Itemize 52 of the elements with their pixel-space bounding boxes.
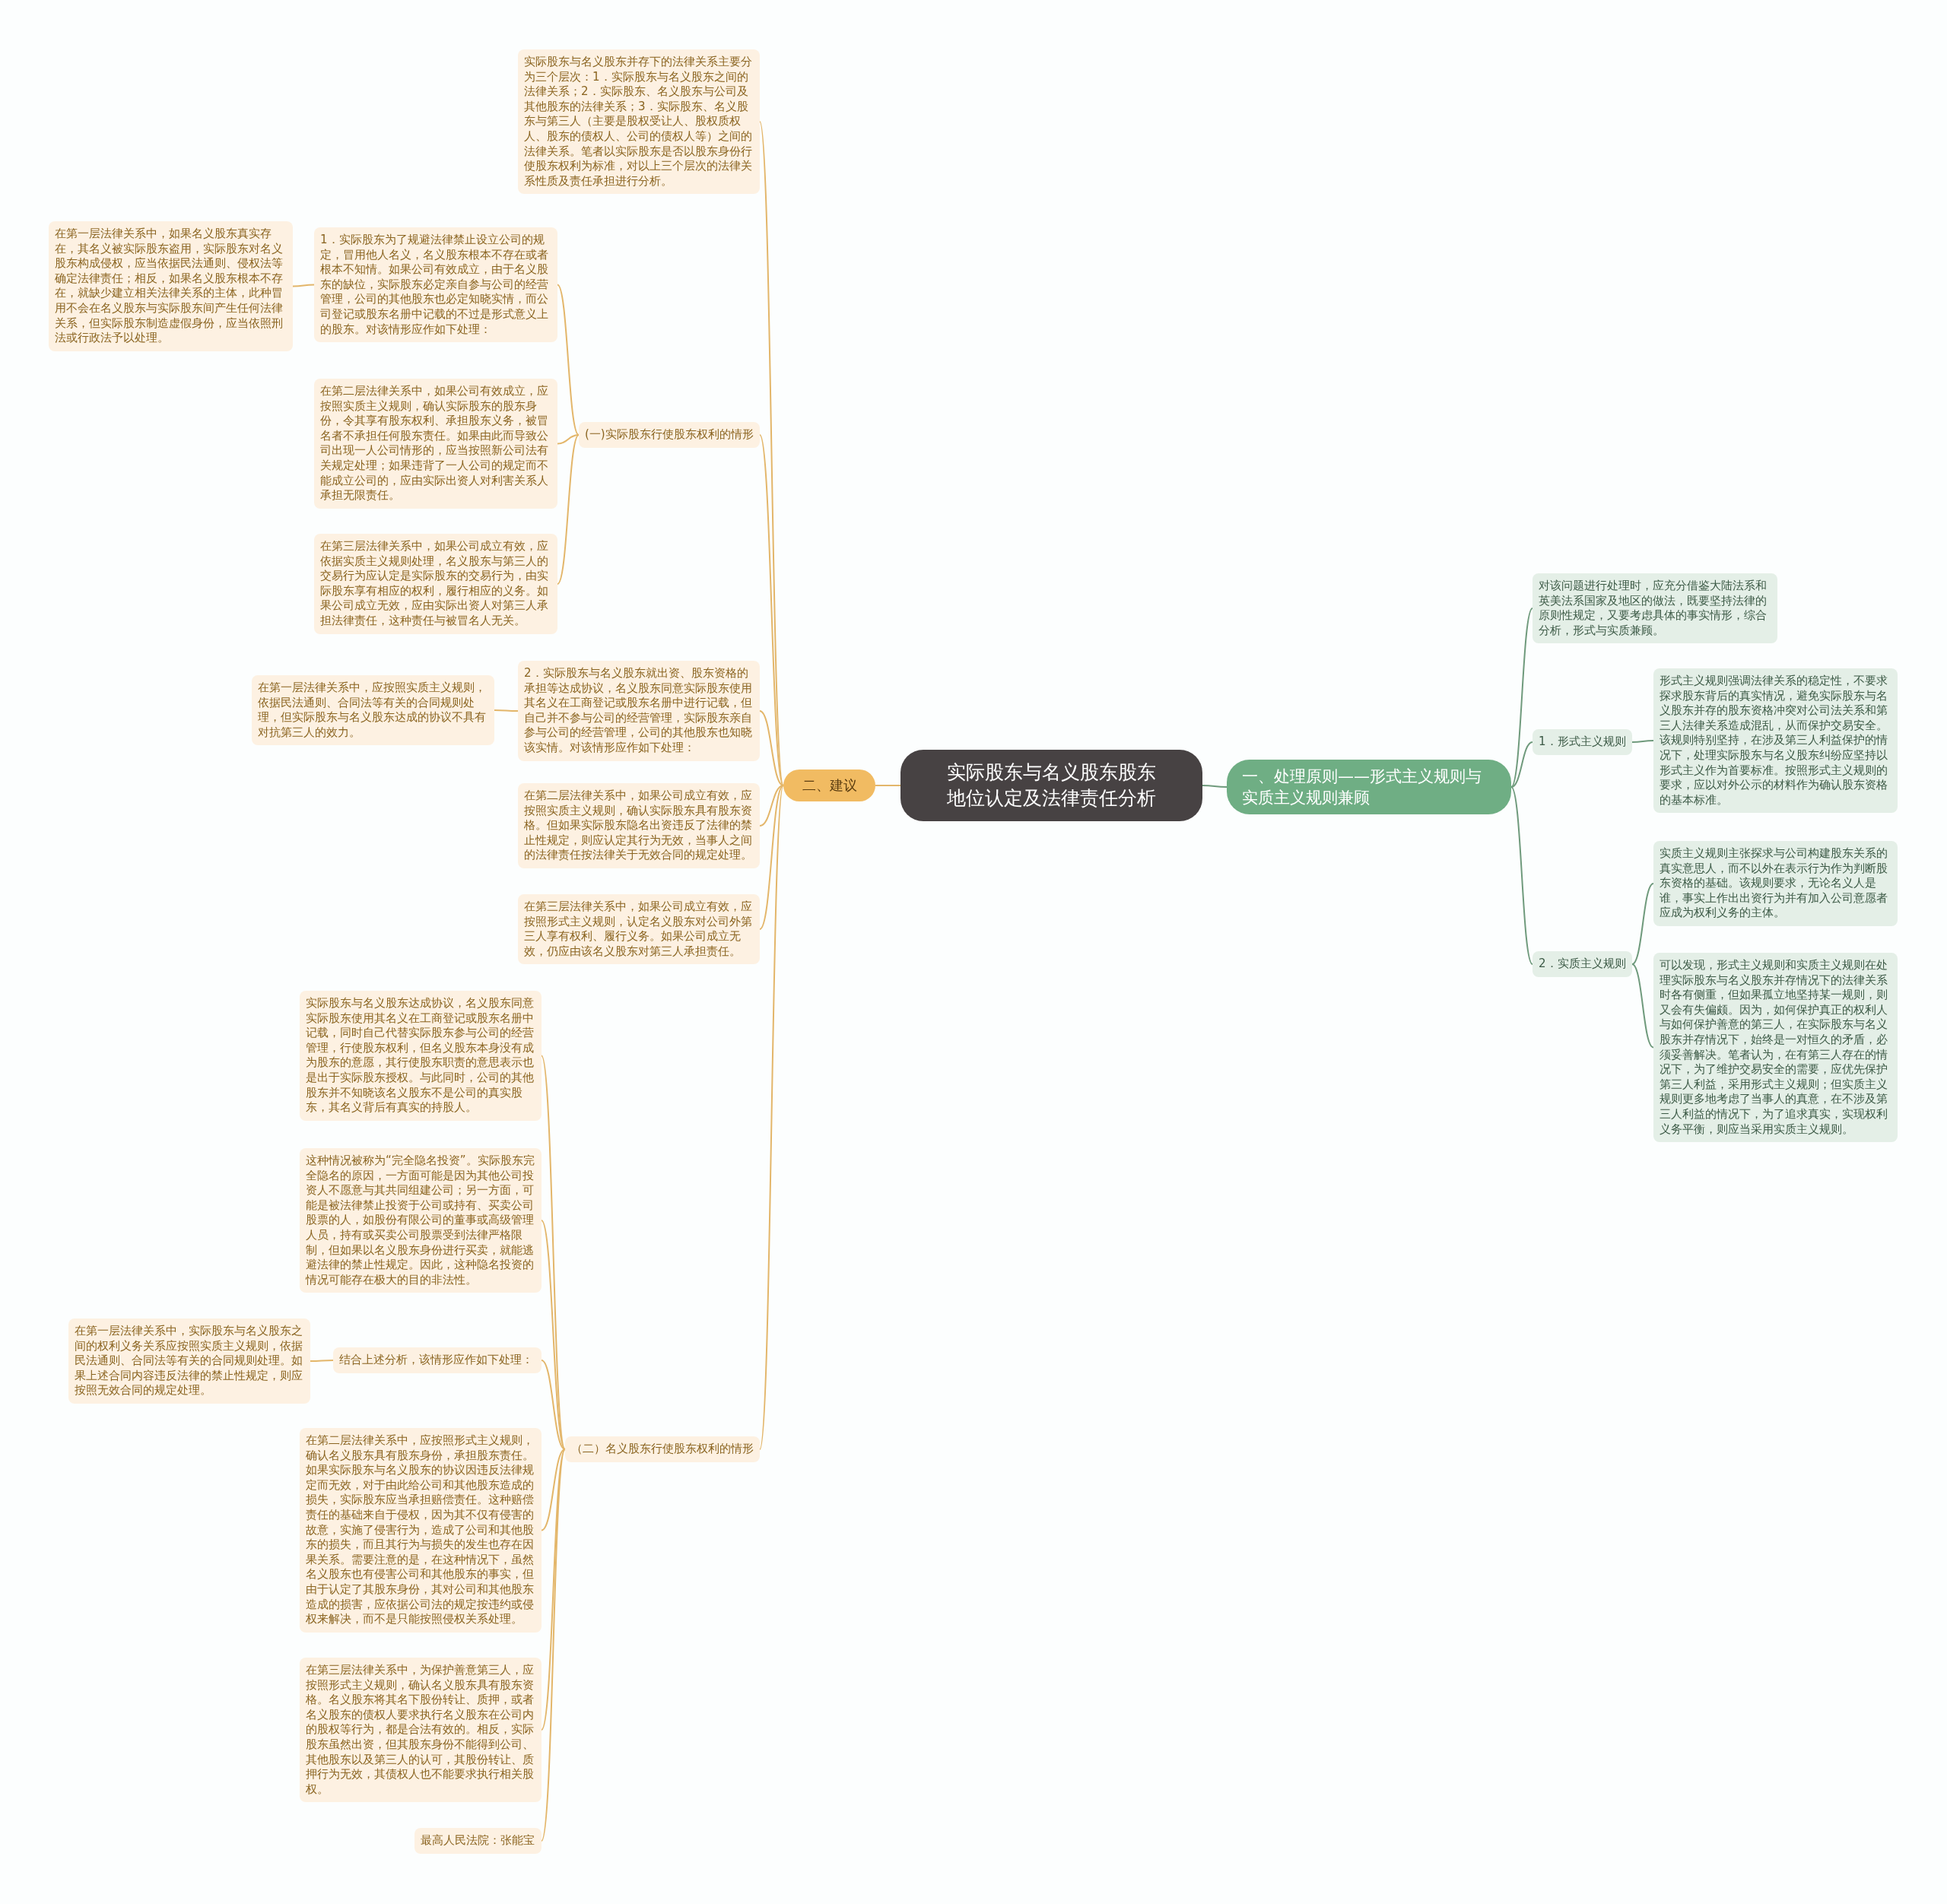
connector-line (292, 284, 315, 287)
text-card: 1．实际股东为了规避法律禁止设立公司的规定，冒用他人名义，名义股东根本不存在或者根本不知情。如果公司有效成立，由于名义股东的缺位，实际股东必定亲自参与公司的经营管理，公司的其他股东也必定知晓实情，而公司登记或股东名册中记载的不过是形式意义上的股东。对该情形应作如下处理： (314, 227, 557, 343)
connector-line (557, 434, 580, 445)
connector-line (541, 1449, 566, 1531)
connector-line (759, 785, 784, 930)
text-card: 实际股东与名义股东达成协议，名义股东同意实际股东使用其名义在工商登记或股东名册中记载，同时自己代替实际股东参与公司的经营管理，行使股东权利，但名义股东本身没有成为股东的意愿，其行使股东职责的意思表示也是出于实际股东授权。与此同时，公司的其他股东并不知晓该名义股东不是公司的真实股东，其名义背后有真实的持股人。 (300, 991, 542, 1121)
text-card: 实际股东与名义股东并存下的法律关系主要分为三个层次：1．实际股东与名义股东之间的法律关系；2．实际股东、名义股东与公司及其他股东的法律关系；3．实际股东、名义股东与第三人（主要是股权受让人、股权质权人、股东的债权人、公司的债权人等）之间的法律关系。笔者以实际股东是否以股东身份行使股东权利为标准，对以上三个层次的法律关系性质及责任承担进行分析。 (518, 49, 760, 195)
central-topic: 实际股东与名义股东股东地位认定及法律责任分析 (900, 750, 1202, 821)
text-card: 在第二层法律关系中，如果公司有效成立，应按照实质主义规则，确认实际股东的股东身份，令其享有股东权利、承担股东义务，被冒名者不承担任何股东责任。如果由此而导致公司出现一人公司情形的，应当按照新公司法有关规定处理；如果违背了一人公司的规定而不能成立公司的，应由实际出资人对利害关系人承担无限责任。 (314, 379, 557, 509)
text-card: 对该问题进行处理时，应充分借鉴大陆法系和英美法系国家及地区的做法，既要坚持法律的原则性规定，又要考虑具体的事实情形，综合分析，形式与实质兼顾。 (1533, 573, 1777, 644)
text-card: 可以发现，形式主义规则和实质主义规则在处理实际股东与名义股东并存情况下的法律关系时各有侧重，但如果孤立地坚持某一规则，则又会有失偏颇。因为，如何保护真正的权利人与如何保护善意的第三人，在实际股东与名义股东并存情况下，始终是一对恒久的矛盾，必须妥善解决。笔者认为，在有第三人存在的情况下，为了维护交易安全的需要，应优先保护第三人利益，采用形式主义规则；但实质主义规则更多地考虑了当事人的真意，在不涉及第三人利益的情况下，为了追求真实，实现权利义务平衡，则应当采用实质主义规则。 (1653, 953, 1898, 1143)
text-card: 实质主义规则主张探求与公司构建股东关系的真实意思人，而不以外在表示行为作为判断股东资格的基础。该规则要求，无论名义人是谁，事实上作出出资行为并有加入公司意愿者应成为权利义务的主体。 (1653, 841, 1898, 926)
branch-topic: 一、处理原则——形式主义规则与实质主义规则兼顾 (1227, 760, 1511, 814)
connector-line (494, 709, 519, 712)
connector-line (557, 434, 580, 585)
text-card: 在第二层法律关系中，如果公司成立有效，应按照实质主义规则，确认实际股东具有股东资格。但如果实际股东隐名出资违反了法律的禁止性规定，则应认定其行为无效，当事人之间的法律责任按法律关于无效合同的规定处理。 (518, 783, 760, 868)
connector-line (759, 121, 784, 786)
connector-line (759, 434, 784, 786)
connector-line (759, 785, 784, 827)
text-card: 在第一层法律关系中，实际股东与名义股东之间的权利义务关系应按照实质主义规则，依据民法通则、合同法等有关的合同规则处理。如果上述合同内容违反法律的禁止性规定，则应按照无效合同的规定处理。 (68, 1319, 310, 1404)
text-card: 2．实际股东与名义股东就出资、股东资格的承担等达成协议，名义股东同意实际股东使用其名义在工商登记或股东名册中进行记载，但自己并不参与公司的经营管理，实际股东亲自参与公司的经营管理，公司的其他股东也知晓该实情。对该情形应作如下处理： (518, 661, 760, 761)
connector-line (759, 710, 784, 786)
text-card: 在第一层法律关系中，应按照实质主义规则，依据民法通则、合同法等有关的合同规则处理，但实际股东与名义股东达成的协议不具有对抗第三人的效力。 (252, 675, 494, 746)
text-card: 形式主义规则强调法律关系的稳定性，不要求探求股东背后的真实情况，避免实际股东与名义股东并存的股东资格冲突对公司法关系和第三人法律关系造成混乱，从而保护交易安全。该规则特别坚持，在涉及第三人利益保护的情况下，处理实际股东与名义股东纠纷应坚持以形式主义作为首要标准。按照形式主义规则的要求，应以对外公示的材料作为确认股东资格的基本标准。 (1653, 668, 1898, 814)
source-label: 最高人民法院：张能宝 (414, 1828, 542, 1854)
text-card: 这种情况被称为“完全隐名投资”。实际股东完全隐名的原因，一方面可能是因为其他公司投资人不愿意与其共同组建公司；另一方面，可能是被法律禁止投资于公司或持有、买卖公司股票的人，如股份有限公司的董事或高级管理人员，持有或买卖公司股票受到法律严格限制，但如果以名义股东身份进行买卖，就能逃避法律的禁止性规定。因此，这种隐名投资的情况可能存在极大的目的非法性。 (300, 1148, 542, 1293)
text-card: 在第二层法律关系中，应按照形式主义规则，确认名义股东具有股东身份，承担股东责任。如果实际股东与名义股东的协议因违反法律规定而无效，对于由此给公司和其他股东造成的损失，实际股东应当承担赔偿责任。这种赔偿责任的基础来自于侵权，因为其不仅有侵害的故意，实施了侵害行为，造成了公司和其他股东的损失，而且其行为与损失的发生也存在因果关系。需要注意的是，在这种情况下，虽然名义股东也有侵害公司和其他股东的事实，但由于认定了其股东身份，其对公司和其他股东造成的损害，应依据公司法的规定按违约或侵权来解决，而不是只能按照侵权关系处理。 (300, 1428, 542, 1633)
connector-line (541, 1449, 566, 1731)
subtopic-label: 结合上述分析，该情形应作如下处理： (333, 1347, 542, 1373)
text-card: 在第三层法律关系中，如果公司成立有效，应按照形式主义规则，认定名义股东对公司外第三人享有权利、履行义务。如果公司成立无效，仍应由该名义股东对第三人承担责任。 (518, 894, 760, 965)
text-card: 在第三层法律关系中，为保护善意第三人，应按照形式主义规则，确认名义股东具有股东资格。名义股东将其名下股份转让、质押，或者名义股东的债权人要求执行名义股东在公司内的股权等行为，都是合法有效的。相反，实际股东虽然出资，但其股东身份不能得到公司、其他股东以及第三人的认可，其股份转让、质押行为无效，其债权人也不能要求执行相关股权。 (300, 1658, 542, 1803)
subtopic-label: 2．实质主义规则 (1533, 951, 1632, 977)
connector-line (1202, 785, 1228, 788)
connector-line (1510, 786, 1533, 965)
connector-line (875, 785, 901, 786)
connector-line (1631, 963, 1654, 1049)
connector-line (557, 284, 580, 436)
subtopic-label: （二）名义股东行使股东权利的情形 (565, 1436, 760, 1462)
connector-line (1631, 883, 1654, 965)
connector-line (541, 1449, 566, 1842)
connector-line (1631, 740, 1654, 743)
subtopic-label: 1．形式主义规则 (1533, 729, 1632, 755)
connector-line (1510, 608, 1533, 788)
connector-line (759, 785, 784, 1450)
connector-line (1510, 741, 1533, 788)
text-card: 在第一层法律关系中，如果名义股东真实存在，其名义被实际股东盗用，实际股东对名义股东构成侵权，应当依据民法通则、侵权法等确定法律责任；相反，如果名义股东根本不存在，就缺少建立相关法律关系的主体，此种冒用不会在名义股东与实际股东间产生任何法律关系，但实际股东制造虚假身份，应当依照刑法或行政法予以处理。 (49, 221, 293, 351)
connector-line (541, 1220, 566, 1450)
text-card: 在第三层法律关系中，如果公司成立有效，应依据实质主义规则处理，名义股东与第三人的交易行为应认定是实际股东的交易行为，由实际股东享有相应的权利，履行相应的义务。如果公司成立无效，应由实际出资人对第三人承担法律责任，这种责任与被冒名人无关。 (314, 534, 557, 634)
connector-line (541, 1360, 566, 1450)
branch-topic: 二、建议 (783, 770, 875, 801)
subtopic-label: (一)实际股东行使股东权利的情形 (579, 422, 760, 448)
connector-line (310, 1360, 334, 1362)
